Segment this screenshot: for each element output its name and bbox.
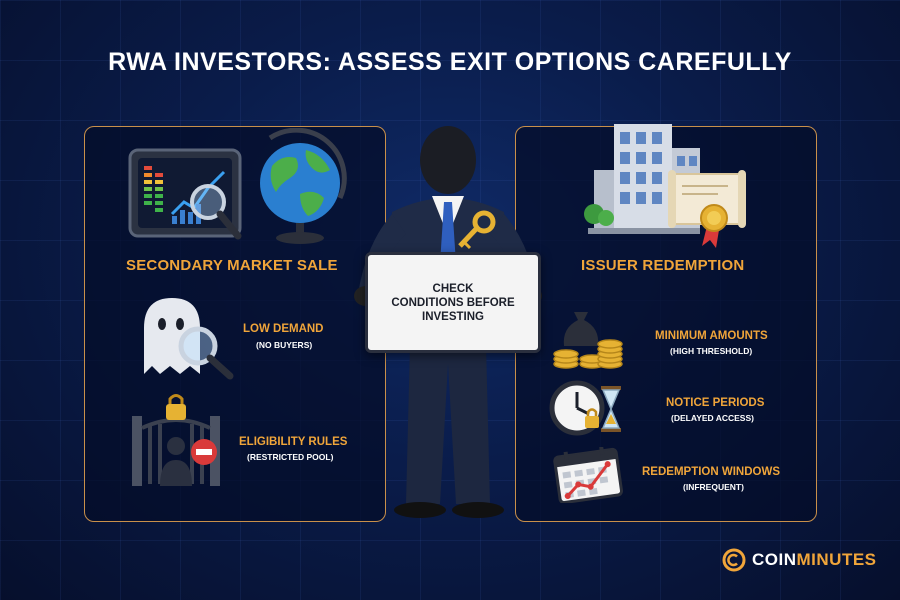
sign-line-3: INVESTING — [422, 310, 484, 323]
low-demand-subtitle: (NO BUYERS) — [256, 340, 313, 350]
sign-line-2: CONDITIONS BEFORE — [391, 296, 515, 309]
check-conditions-sign: CHECK CONDITIONS BEFORE INVESTING — [365, 252, 541, 353]
redemption-windows-title: REDEMPTION WINDOWS — [642, 466, 780, 478]
minimum-amounts-subtitle: (HIGH THRESHOLD) — [670, 346, 753, 356]
minimum-amounts-title: MINIMUM AMOUNTS — [655, 330, 768, 342]
certificate-icon — [668, 170, 746, 248]
page-title: RWA INVESTORS: ASSESS EXIT OPTIONS CAREF… — [108, 48, 792, 76]
eligibility-rules-subtitle: (RESTRICTED POOL) — [247, 452, 334, 462]
calendar-icon — [553, 447, 623, 503]
notice-periods-subtitle: (DELAYED ACCESS) — [671, 413, 754, 423]
eligibility-rules-title: ELIGIBILITY RULES — [239, 436, 348, 448]
coinminutes-logo: COINMINUTES — [722, 548, 877, 572]
notice-periods-title: NOTICE PERIODS — [666, 397, 765, 409]
low-demand-title: LOW DEMAND — [243, 323, 324, 335]
coins-bag-icon — [553, 312, 623, 369]
locked-gate-icon — [132, 394, 220, 486]
secondary-market-heading: SECONDARY MARKET SALE — [126, 257, 338, 274]
coinminutes-logo-icon — [722, 548, 746, 572]
sign-line-1: CHECK — [432, 282, 474, 295]
brand-coin: COIN — [752, 550, 797, 569]
redemption-windows-subtitle: (INFREQUENT) — [683, 482, 744, 492]
ghost-magnifier-icon — [144, 298, 234, 380]
clock-hourglass-icon — [549, 380, 621, 436]
chart-screen-icon — [128, 148, 242, 240]
globe-icon — [260, 128, 347, 244]
brand-minutes: MINUTES — [796, 550, 877, 569]
issuer-redemption-heading: ISSUER REDEMPTION — [581, 257, 745, 274]
